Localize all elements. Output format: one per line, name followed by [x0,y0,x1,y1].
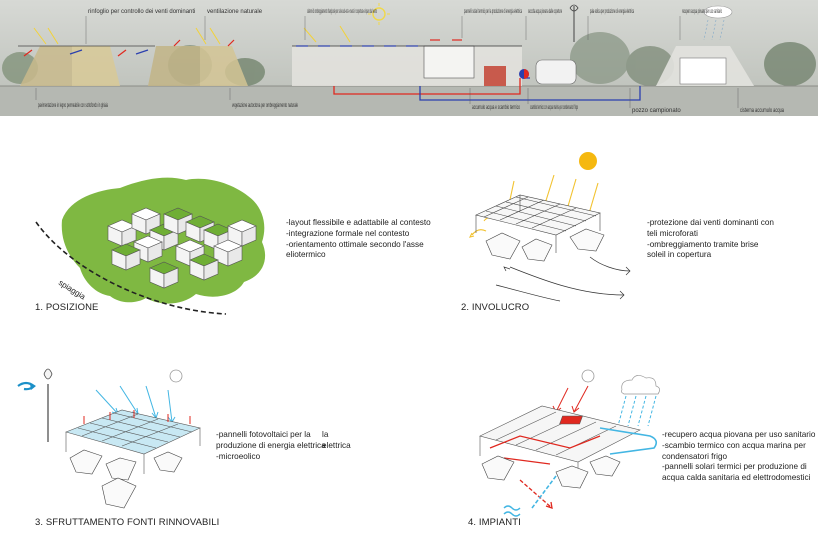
annotation-bottom-4: scambio termico con acqua marina per con… [530,105,578,111]
tents [485,228,605,262]
energy-arrows-red [83,410,191,424]
note-line: elettrica [322,440,351,450]
notes-impianti: -recupero acqua piovana per uso sanitari… [662,430,815,484]
diagram-impianti [479,369,660,517]
note-line: la [322,430,329,439]
note-line: -scambio termico con acqua marina per [662,440,806,450]
ground [0,86,818,116]
annotation-bottom-2: vegetazione autoctona per ombreggiamento… [232,103,298,109]
note-line: soleil in copertura [647,250,712,260]
note-line: -pannelli solari termici per produzione … [662,462,807,472]
annotation-bottom-1: pavimentazione in legno permeabile con s… [38,103,108,109]
sun-icon [169,369,183,383]
note-line: acqua calda sanitaria ed elettrodomestic… [662,473,811,483]
wind-arrows [495,256,631,302]
tent-1 [18,45,155,86]
sun-icon [368,3,390,25]
diagram-involucro [468,152,631,302]
note-line: -ombreggiamento tramite brise [647,239,759,249]
diagram-posizione: spiaggia [35,177,266,315]
note-line: -recupero acqua piovana per uso sanitari… [662,430,816,439]
beach-label: spiaggia [57,278,88,302]
annotation-top-6: pala eolica per produzione di energia el… [590,9,634,15]
wind-turbine-icon [17,368,53,442]
annotation-top-5: raccolta acqua piovana dalle coperture [528,9,562,15]
annotation-top-4: pannelli solari termici per la produzion… [464,9,522,15]
annotation-bottom-3: accumulo acqua e scambio termico [472,105,520,111]
tent-2 [148,46,248,86]
cloud-icon [620,375,660,395]
annotation-top-1: rinfoglio per controllo dei venti domina… [88,9,195,15]
note-line: produzione di energia elettrica [216,440,326,450]
annotation-top-2: ventilazione naturale [207,9,263,15]
notes-ghost-text: la elettrica [322,430,351,452]
annotation-bottom-5: pozzo campionato [632,108,681,114]
tents [69,449,183,509]
note-line: -integrazione formale nel contesto [286,228,410,238]
rain-arrows [617,395,657,427]
annotation-top-3: sistemi di ombreggiamento frangisole per… [307,9,377,15]
panel-title-impianti: 4. IMPIANTI [468,517,521,528]
note-line: teli microforati [647,228,698,238]
notes-fonti-rinnovabili: -pannelli fotovoltaici per la produzione… [216,430,326,462]
tent-3 [656,46,754,86]
sun-icon [579,152,597,170]
note-line: eliotermico [286,250,326,260]
sea-water-icon [503,505,521,517]
panel-title-fonti-rinnovabili: 3. SFRUTTAMENTO FONTI RINNOVABILI [35,517,220,528]
annotation-top-7: recupero acqua piovana per uso sanitario [682,9,722,15]
building-roof [479,405,641,482]
flow-arrows-red [23,39,462,57]
pavilion [292,45,522,86]
tents [481,455,621,489]
cold-water-pipes [531,427,658,509]
cloud-icon [703,5,733,41]
panel-title-posizione: 1. POSIZIONE [35,302,99,313]
brise-soleil-roof [475,194,601,253]
annotation-bottom-6: cisterna accumulo acqua [740,108,784,114]
sun-arrows-red [552,385,589,413]
note-line: -pannelli fotovoltaici per la [216,430,311,439]
note-line: -layout flessibile e adattabile al conte… [286,218,431,227]
diagram-fonti-rinnovabili [17,368,201,509]
note-line: condensatori frigo [662,451,728,461]
pv-roofs [65,409,201,474]
sun-arrows [33,25,351,45]
vehicle [535,59,577,85]
hot-water-pipes [489,435,601,509]
wind-turbine-icon [569,4,579,42]
sun-icon [581,369,595,383]
notes-involucro: -protezione dai venti dominanti con teli… [647,218,774,261]
section-drawing: rinfoglio per controllo dei venti domina… [0,0,818,116]
pavilion-modules [107,207,257,289]
notes-posizione: -layout flessibile e adattabile al conte… [286,218,431,261]
flow-arrows-blue [69,45,418,55]
note-line: -protezione dai venti dominanti con [647,218,774,227]
panel-title-involucro: 2. INVOLUCRO [461,302,530,313]
note-line: -microeolico [216,451,261,461]
note-line: -orientamento ottimale secondo l'asse [286,239,424,249]
